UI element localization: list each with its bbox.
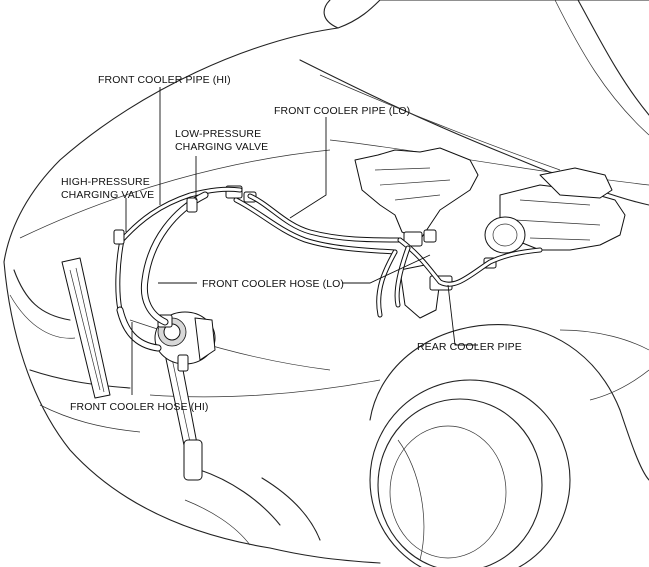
- label-low-pressure-valve-1: LOW-PRESSURE: [175, 128, 261, 140]
- label-front-cooler-hose-hi: FRONT COOLER HOSE (HI): [70, 401, 209, 413]
- label-front-cooler-hose-lo: FRONT COOLER HOSE (LO): [202, 278, 344, 290]
- low-pressure-charging-valve: [186, 197, 198, 213]
- label-high-pressure-valve-1: HIGH-PRESSURE: [61, 176, 150, 188]
- label-low-pressure-valve-2: CHARGING VALVE: [175, 141, 268, 153]
- callout-labels: FRONT COOLER PIPE (HI) FRONT COOLER PIPE…: [61, 74, 522, 413]
- vehicle-body: [3, 0, 649, 567]
- refrigerant-lines: [113, 186, 543, 352]
- label-rear-cooler-pipe: REAR COOLER PIPE: [417, 341, 522, 353]
- label-front-cooler-pipe-lo: FRONT COOLER PIPE (LO): [274, 105, 410, 117]
- high-pressure-charging-valve: [113, 229, 125, 245]
- leader-lines: [125, 87, 478, 395]
- label-front-cooler-pipe-hi: FRONT COOLER PIPE (HI): [98, 74, 231, 86]
- engine-bay-parts: [61, 147, 626, 481]
- label-high-pressure-valve-2: CHARGING VALVE: [61, 189, 154, 201]
